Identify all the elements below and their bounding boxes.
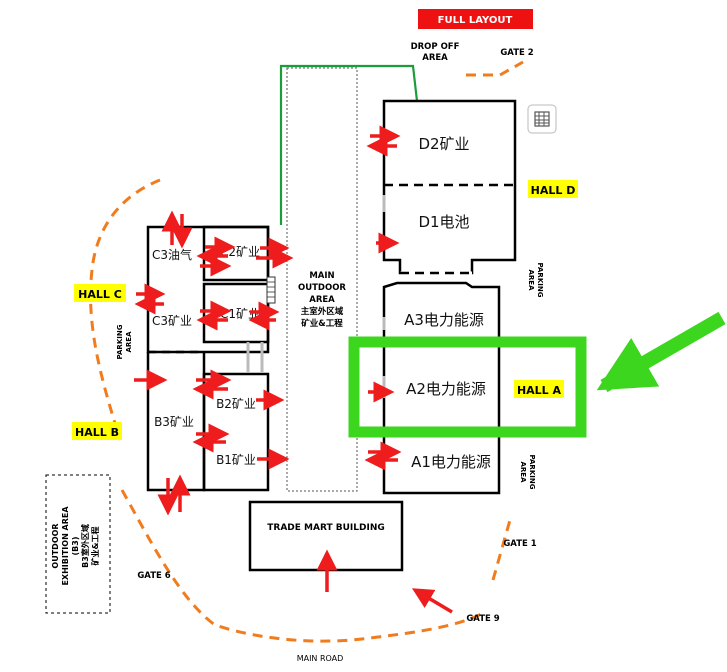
parking-area-right-top: PARKING AREA [527, 263, 544, 298]
gate-6-label: GATE 6 [137, 571, 170, 581]
svg-text:AREA: AREA [125, 331, 133, 353]
main-outdoor-label: MAIN OUTDOOR AREA 主室外区域 矿业&工程 [298, 271, 346, 329]
hall-b3-label: B3矿业 [154, 415, 194, 429]
svg-text:PARKING: PARKING [116, 324, 124, 359]
hall-a2-label: A2电力能源 [406, 380, 486, 398]
svg-text:主室外区域: 主室外区域 [301, 306, 344, 317]
stair-icon [266, 276, 276, 304]
svg-text:OUTDOOR: OUTDOOR [51, 523, 60, 568]
hall-a-tag[interactable]: HALL A [514, 380, 564, 398]
hall-d-building [382, 99, 517, 275]
orange-route [89, 60, 524, 643]
gate-9-label: GATE 9 [466, 614, 499, 624]
svg-text:OUTDOOR: OUTDOOR [298, 283, 346, 293]
svg-text:矿业&工程: 矿业&工程 [90, 527, 100, 566]
entrance-arrows [134, 125, 453, 614]
svg-text:HALL A: HALL A [517, 384, 562, 397]
hall-a3-label: A3电力能源 [404, 311, 484, 329]
pointer-arrow-icon [596, 311, 726, 393]
drop-off-label-2: AREA [422, 53, 448, 63]
full-layout-button[interactable]: FULL LAYOUT [418, 9, 533, 29]
parking-area-right-bottom: PARKING AREA [519, 455, 536, 490]
svg-text:PARKING: PARKING [536, 263, 544, 298]
main-road-label: MAIN ROAD [297, 654, 344, 663]
hall-b2-label: B2矿业 [216, 397, 256, 411]
fullscreen-icon[interactable] [527, 104, 557, 134]
green-boundary-line [279, 64, 419, 225]
hall-d2-label: D2矿业 [418, 135, 469, 153]
hall-d-tag[interactable]: HALL D [528, 180, 578, 198]
hall-c3-top-label: C3油气 [152, 247, 192, 262]
hall-c3-bottom-label: C3矿业 [152, 314, 192, 328]
svg-text:MAIN: MAIN [309, 271, 334, 281]
svg-text:矿业&工程: 矿业&工程 [301, 318, 343, 329]
hall-a2-highlight [348, 336, 587, 438]
gate-1-label: GATE 1 [503, 539, 536, 549]
svg-text:AREA: AREA [527, 269, 535, 291]
outdoor-exhibition-area: OUTDOOR EXHIBITION AREA (B3) B3室外区域 矿业&工… [45, 474, 111, 614]
hall-d1-label: D1电池 [418, 213, 469, 231]
gate-2-label: GATE 2 [500, 48, 533, 58]
svg-text:TRADE MART BUILDING: TRADE MART BUILDING [267, 523, 385, 533]
drop-off-label-1: DROP OFF [411, 42, 460, 52]
svg-text:HALL C: HALL C [78, 288, 122, 301]
svg-text:EXHIBITION AREA: EXHIBITION AREA [61, 506, 70, 586]
hall-b1-label: B1矿业 [216, 453, 256, 467]
parking-area-left: PARKING AREA [116, 324, 133, 359]
full-layout-label: FULL LAYOUT [438, 15, 513, 26]
hall-b-tag[interactable]: HALL B [72, 422, 122, 440]
hall-c-tag[interactable]: HALL C [74, 284, 126, 302]
main-outdoor-area [286, 67, 358, 492]
svg-text:AREA: AREA [309, 295, 335, 305]
svg-text:AREA: AREA [519, 461, 527, 483]
svg-text:B3室外区域: B3室外区域 [80, 524, 90, 568]
hall-a1-label: A1电力能源 [411, 453, 491, 471]
svg-text:HALL B: HALL B [75, 426, 119, 439]
arrow-icon [411, 588, 453, 614]
svg-text:PARKING: PARKING [528, 455, 536, 490]
hall-a-building [382, 281, 501, 495]
svg-text:(B3): (B3) [71, 537, 80, 556]
svg-text:HALL D: HALL D [531, 184, 576, 197]
